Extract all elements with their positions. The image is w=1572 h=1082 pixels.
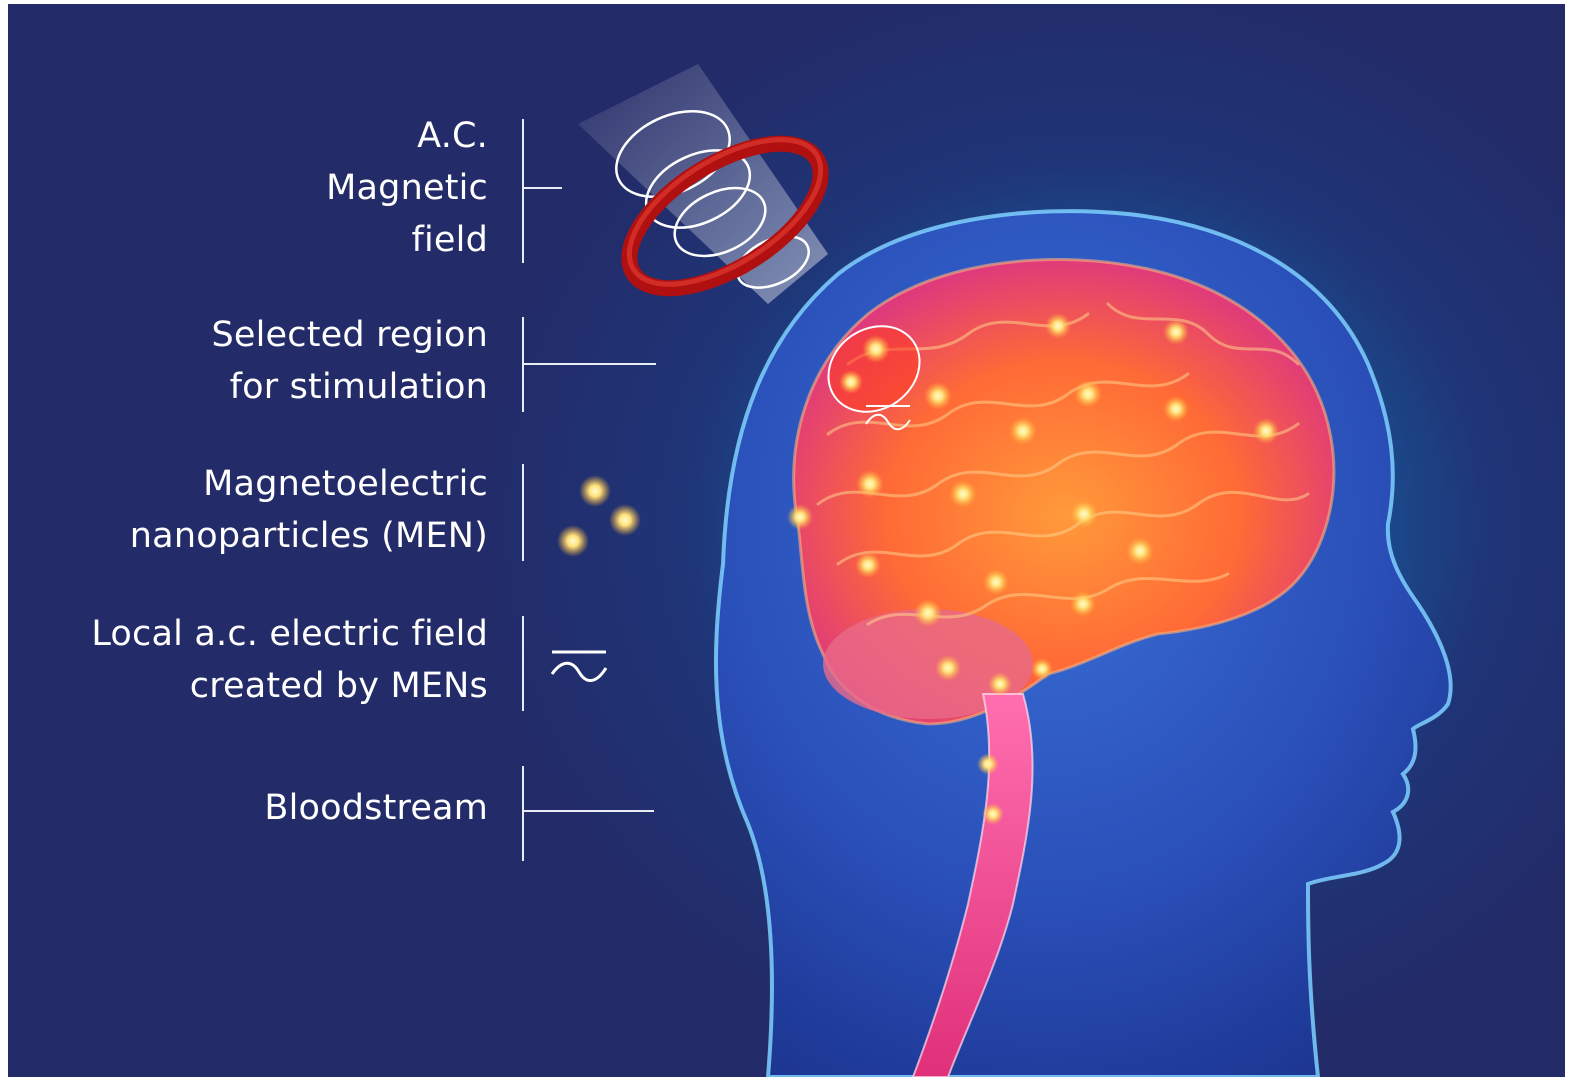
- label-selected-region: Selected region for stimulation: [211, 309, 488, 413]
- tick-selected-region: [522, 363, 656, 365]
- tick-magnetic-field: [522, 187, 562, 189]
- magnetic-coil-icon: [578, 64, 844, 317]
- label-electric-field: Local a.c. electric field created by MEN…: [91, 608, 488, 712]
- label-magnetic-field: A.C. Magnetic field: [326, 110, 488, 266]
- bracket-magnetic-field: [522, 119, 524, 263]
- bracket-men: [522, 464, 524, 561]
- bracket-electric-field: [522, 616, 524, 711]
- ac-wave-icon: [552, 652, 606, 681]
- nanoparticle-icon: [557, 475, 641, 557]
- label-men: Magnetoelectric nanoparticles (MEN): [130, 458, 488, 562]
- bracket-bloodstream: [522, 766, 524, 861]
- label-bloodstream: Bloodstream: [264, 782, 488, 834]
- diagram-panel: A.C. Magnetic field Selected region for …: [8, 4, 1565, 1077]
- tick-bloodstream: [522, 810, 654, 812]
